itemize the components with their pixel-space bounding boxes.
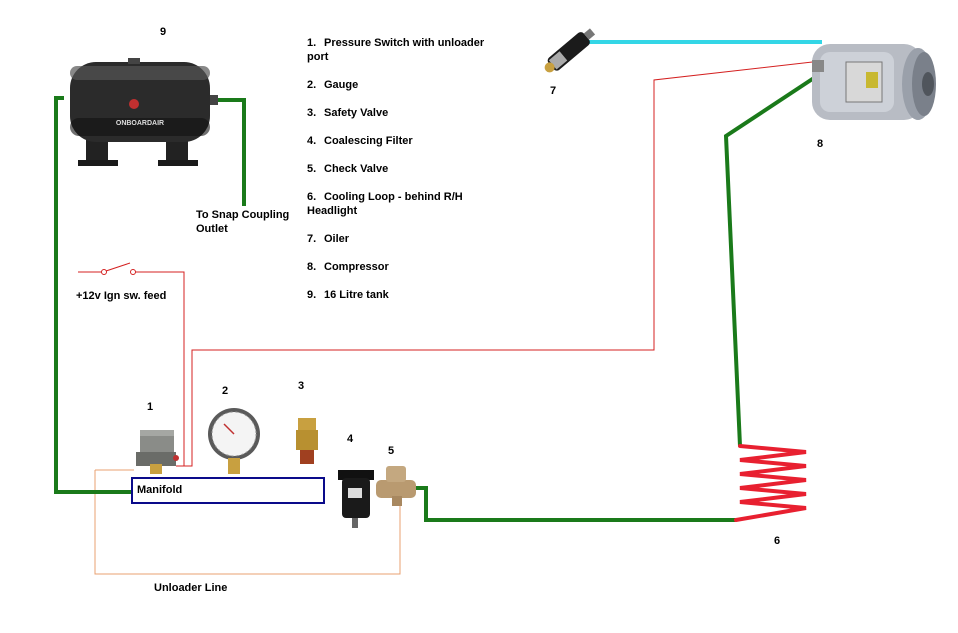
- ignition-feed-wire-2: [133, 271, 185, 466]
- label-num-6: 6: [774, 535, 781, 547]
- safety-valve: [296, 418, 318, 464]
- tank-brand-text: ONBOARDAIR: [116, 120, 164, 127]
- label-num-7: 7: [550, 85, 557, 97]
- check-valve-to-loop-line: [414, 486, 736, 522]
- compressor: [812, 44, 936, 120]
- legend-item-3: 3.Safety Valve: [307, 107, 389, 119]
- pressure-switch: [136, 430, 179, 474]
- legend-item-1: 1.Pressure Switch with unloader port: [307, 37, 485, 63]
- label-num-4: 4: [347, 433, 354, 445]
- snap-coupling-label-2: Outlet: [196, 223, 228, 235]
- coalescing-filter: [338, 470, 374, 528]
- cooling-loop: [734, 444, 807, 522]
- legend-item-2: 2.Gauge: [307, 79, 359, 91]
- label-num-2: 2: [222, 385, 229, 397]
- snap-coupling-label-1: To Snap Coupling: [196, 209, 290, 221]
- legend-item-4: 4.Coalescing Filter: [307, 135, 413, 147]
- air-tank: ONBOARDAIR: [70, 58, 218, 166]
- compressor-clutch-wire: [176, 51, 901, 467]
- snap-coupling-line: [217, 98, 246, 206]
- oiler: [544, 28, 596, 73]
- label-num-9: 9: [160, 26, 167, 38]
- manifold-label: Manifold: [137, 484, 183, 496]
- legend-item-6: 6.Cooling Loop - behind R/H Headlight: [307, 191, 463, 217]
- legend-item-5: 5.Check Valve: [307, 163, 389, 175]
- check-valve: [376, 466, 416, 506]
- label-num-5: 5: [388, 445, 395, 457]
- unloader-line: [94, 470, 401, 575]
- label-num-1: 1: [147, 401, 154, 413]
- label-num-8: 8: [817, 138, 824, 150]
- gauge: [208, 408, 260, 474]
- compressor-to-loop-line: [723, 70, 825, 447]
- legend-item-8: 8.Compressor: [307, 261, 389, 273]
- ignition-feed-label: +12v Ign sw. feed: [76, 290, 167, 302]
- manifold: Manifold: [131, 477, 325, 504]
- label-num-3: 3: [298, 380, 305, 392]
- unloader-line-label: Unloader Line: [154, 582, 228, 594]
- tank-supply-line: [54, 96, 133, 494]
- legend-item-7: 7.Oiler: [307, 233, 350, 245]
- ignition-switch-symbol: [101, 262, 136, 275]
- legend-item-9: 9.16 Litre tank: [307, 289, 389, 301]
